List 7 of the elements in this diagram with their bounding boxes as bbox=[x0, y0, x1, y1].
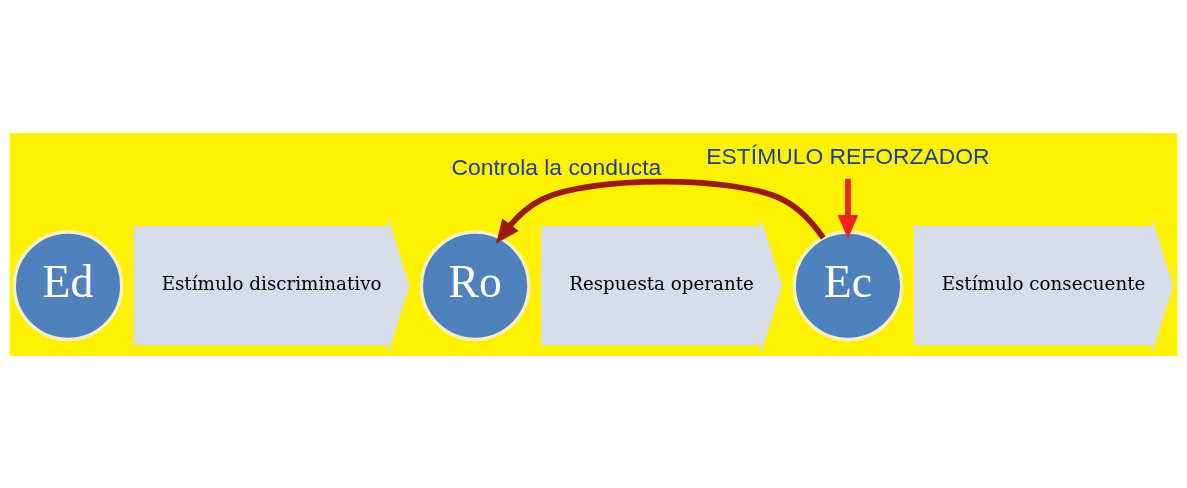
arrow bbox=[837, 178, 859, 239]
node-circle: Ro bbox=[419, 229, 531, 341]
node-text: ESTÍMULO REFORZADOR bbox=[706, 142, 990, 169]
edge-label: Controla la conducta bbox=[451, 153, 662, 180]
arrow bbox=[496, 178, 826, 244]
node-circle: Ed bbox=[12, 229, 124, 341]
node-circle: Ec bbox=[792, 229, 904, 341]
